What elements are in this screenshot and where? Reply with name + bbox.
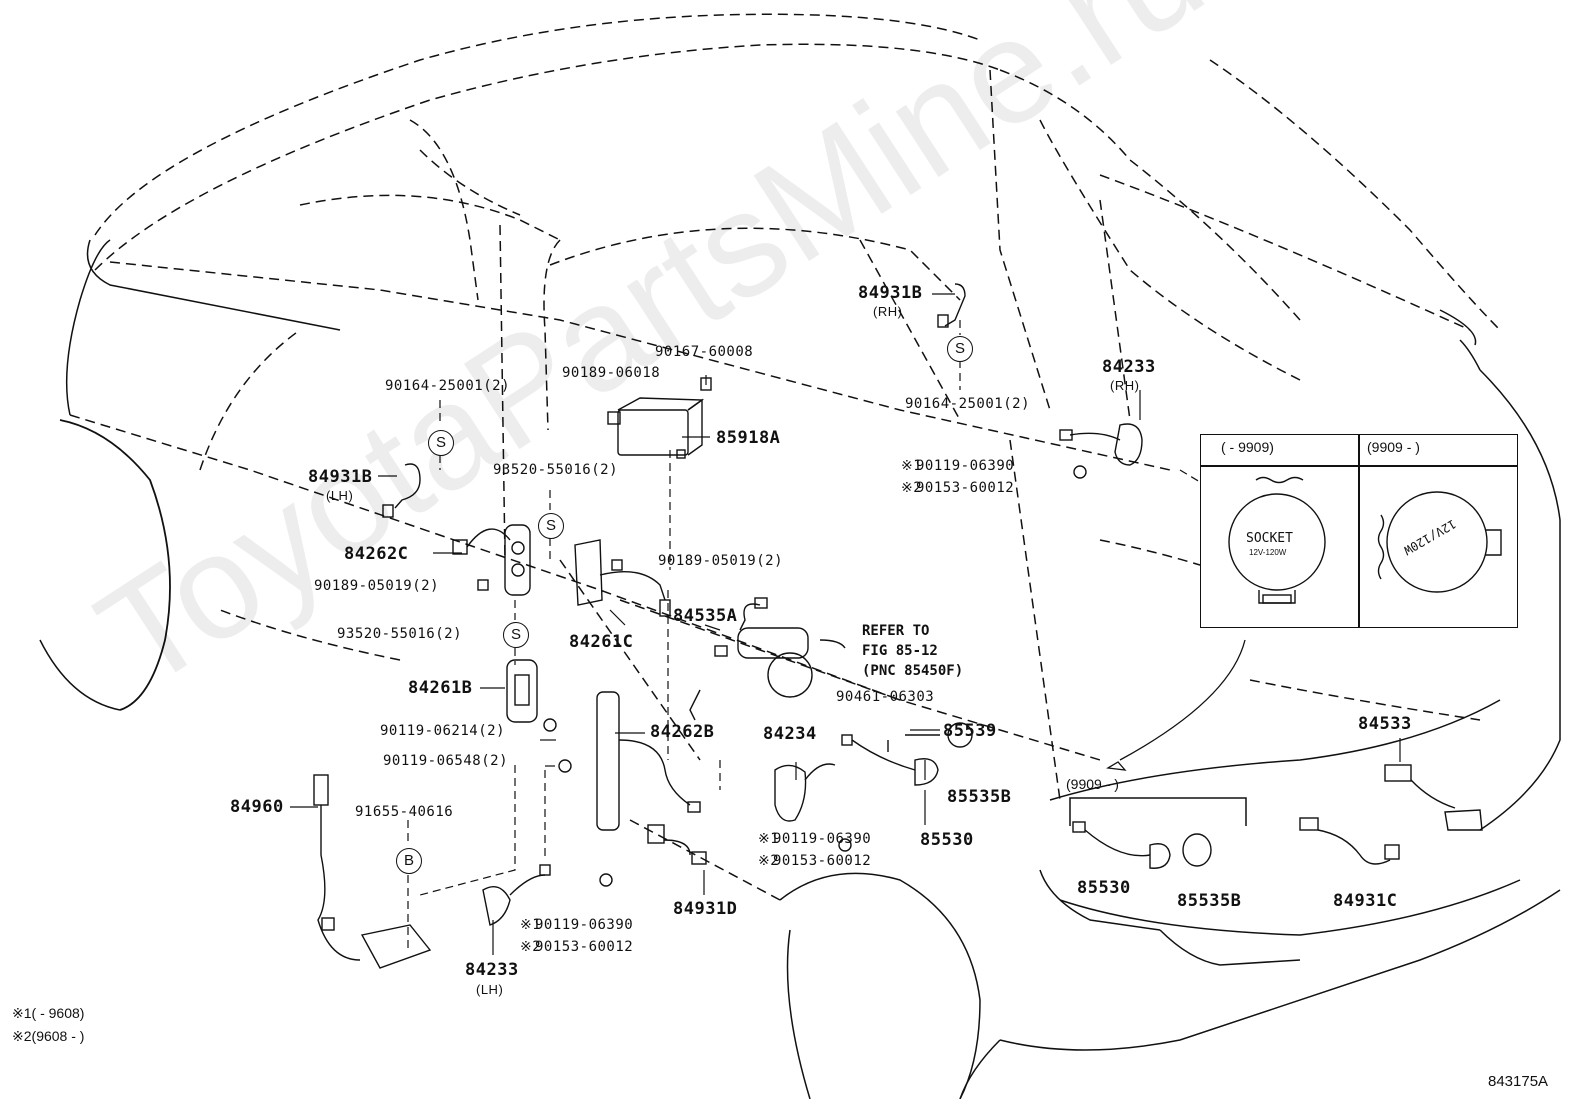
part-label: 84262C — [344, 544, 409, 564]
footnote-2: ※2(9608 - ) — [12, 1028, 85, 1044]
socket-rating: 12V-120W — [1249, 548, 1287, 557]
side-label: (RH) — [873, 304, 903, 319]
part-label: ※290153-60012 — [758, 853, 872, 869]
side-label: (LH) — [476, 982, 504, 997]
part-label: 84533 — [1358, 714, 1412, 734]
part-label: 84262B — [650, 722, 715, 742]
part-label: 84931D — [673, 899, 738, 919]
side-label: (RH) — [1110, 378, 1140, 393]
part-label: 84261C — [569, 632, 634, 652]
part-label: 90461-06303 — [836, 689, 935, 705]
part-label: 90119-06214(2) — [380, 723, 506, 739]
part-label: 84535A — [673, 606, 738, 626]
part-label: 84261B — [408, 678, 473, 698]
part-label: 90167-60008 — [655, 344, 754, 360]
callout-arrow — [1119, 639, 1246, 761]
part-label: 85539 — [943, 721, 997, 741]
part-label: 84234 — [763, 724, 817, 744]
part-label: 84931C — [1333, 891, 1398, 911]
socket-text: SOCKET — [1246, 531, 1293, 546]
socket-inset: ( - 9909) (9909 - ) SOCKET 12V-120W 12V/… — [1200, 434, 1518, 628]
bracket-header: (9909 - ) — [1066, 776, 1119, 792]
part-label: 90164-25001(2) — [905, 396, 1031, 412]
part-label: 85535B — [947, 787, 1012, 807]
inset-right: (9909 - ) — [1359, 435, 1516, 627]
figure-number: 843175A — [1488, 1073, 1549, 1090]
part-label: ※190119-06390 — [758, 831, 872, 847]
part-label: 90164-25001(2) — [385, 378, 511, 394]
symbol-s: S — [503, 622, 529, 648]
symbol-s: S — [538, 513, 564, 539]
part-label: 90189-05019(2) — [314, 578, 440, 594]
part-label: 90189-05019(2) — [658, 553, 784, 569]
part-label: 90189-06018 — [562, 365, 661, 381]
part-label: 93520-55016(2) — [493, 462, 619, 478]
part-label: ※190119-06390 — [520, 917, 634, 933]
part-label: 84931B — [308, 467, 373, 487]
part-label: 85535B — [1177, 891, 1242, 911]
inset-right-header: (9909 - ) — [1367, 439, 1420, 455]
bracket — [1069, 797, 1247, 826]
part-label: 93520-55016(2) — [337, 626, 463, 642]
inset-left-header: ( - 9909) — [1221, 439, 1274, 455]
part-label: 85530 — [1077, 878, 1131, 898]
part-drawings — [313, 283, 1483, 969]
symbol-s: S — [428, 430, 454, 456]
inset-left: ( - 9909) — [1201, 435, 1358, 627]
part-label: 85918A — [716, 428, 781, 448]
part-label: ※190119-06390 — [901, 458, 1015, 474]
symbol-b: B — [396, 848, 422, 874]
part-label: 84233 — [465, 960, 519, 980]
part-label: 91655-40616 — [355, 804, 454, 820]
footnote-1: ※1( - 9608) — [12, 1005, 85, 1021]
part-label: 85530 — [920, 830, 974, 850]
part-label: 84233 — [1102, 357, 1156, 377]
part-label: ※290153-60012 — [520, 939, 634, 955]
part-label: 84931B — [858, 283, 923, 303]
symbol-s: S — [947, 336, 973, 362]
socket-drawings — [1228, 476, 1502, 604]
refer-note: REFER TO FIG 85-12 (PNC 85450F) — [862, 623, 964, 679]
part-label: 90119-06548(2) — [383, 753, 509, 769]
part-label: 84960 — [230, 797, 284, 817]
side-label: (LH) — [326, 488, 354, 503]
part-label: ※290153-60012 — [901, 480, 1015, 496]
